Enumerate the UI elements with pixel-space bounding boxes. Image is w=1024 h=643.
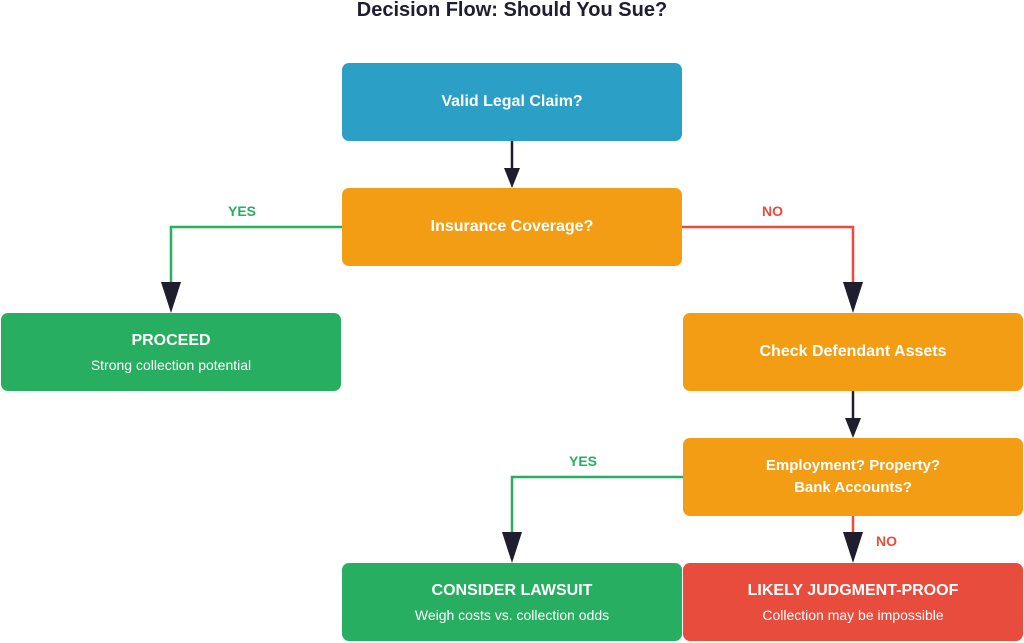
node-valid-legal-claim-label: Valid Legal Claim? — [441, 93, 583, 110]
node-likely-judgment-proof-label: LIKELY JUDGMENT-PROOF — [747, 581, 959, 599]
node-employment-line2: Bank Accounts? — [794, 479, 912, 496]
node-insurance-coverage: Insurance Coverage? — [342, 188, 682, 266]
node-employment-line1: Employment? Property? — [765, 457, 941, 474]
node-proceed: PROCEED Strong collection potential — [1, 313, 341, 391]
node-consider-lawsuit: CONSIDER LAWSUIT Weigh costs vs. collect… — [342, 563, 682, 641]
arrow-insurance-no — [682, 225, 863, 313]
arrow-assets-to-employment — [845, 391, 861, 438]
diagram-title: Decision Flow: Should You Sue? — [356, 0, 668, 21]
arrow-insurance-yes — [161, 225, 342, 313]
arrow-claim-to-insurance — [504, 141, 520, 188]
edge-label-assets-no: NO — [876, 533, 897, 549]
node-likely-judgment-proof: LIKELY JUDGMENT-PROOF Collection may be … — [683, 563, 1023, 641]
node-consider-lawsuit-label: CONSIDER LAWSUIT — [431, 581, 593, 599]
edge-label-insurance-no: NO — [762, 203, 783, 219]
node-check-defendant-assets: Check Defendant Assets — [683, 313, 1023, 391]
node-check-defendant-assets-label: Check Defendant Assets — [759, 343, 947, 360]
node-proceed-label: PROCEED — [131, 331, 211, 349]
arrow-assets-no — [843, 516, 863, 563]
node-likely-judgment-proof-sub: Collection may be impossible — [762, 606, 944, 623]
node-employment-property-bank: Employment? Property? Bank Accounts? — [683, 438, 1023, 516]
edge-label-assets-yes: YES — [569, 453, 598, 469]
node-insurance-coverage-label: Insurance Coverage? — [430, 218, 594, 235]
arrow-assets-yes — [502, 475, 683, 563]
node-consider-lawsuit-sub: Weigh costs vs. collection odds — [414, 606, 610, 623]
node-valid-legal-claim: Valid Legal Claim? — [342, 63, 682, 141]
edge-label-insurance-yes: YES — [228, 203, 257, 219]
node-proceed-sub: Strong collection potential — [90, 356, 252, 373]
